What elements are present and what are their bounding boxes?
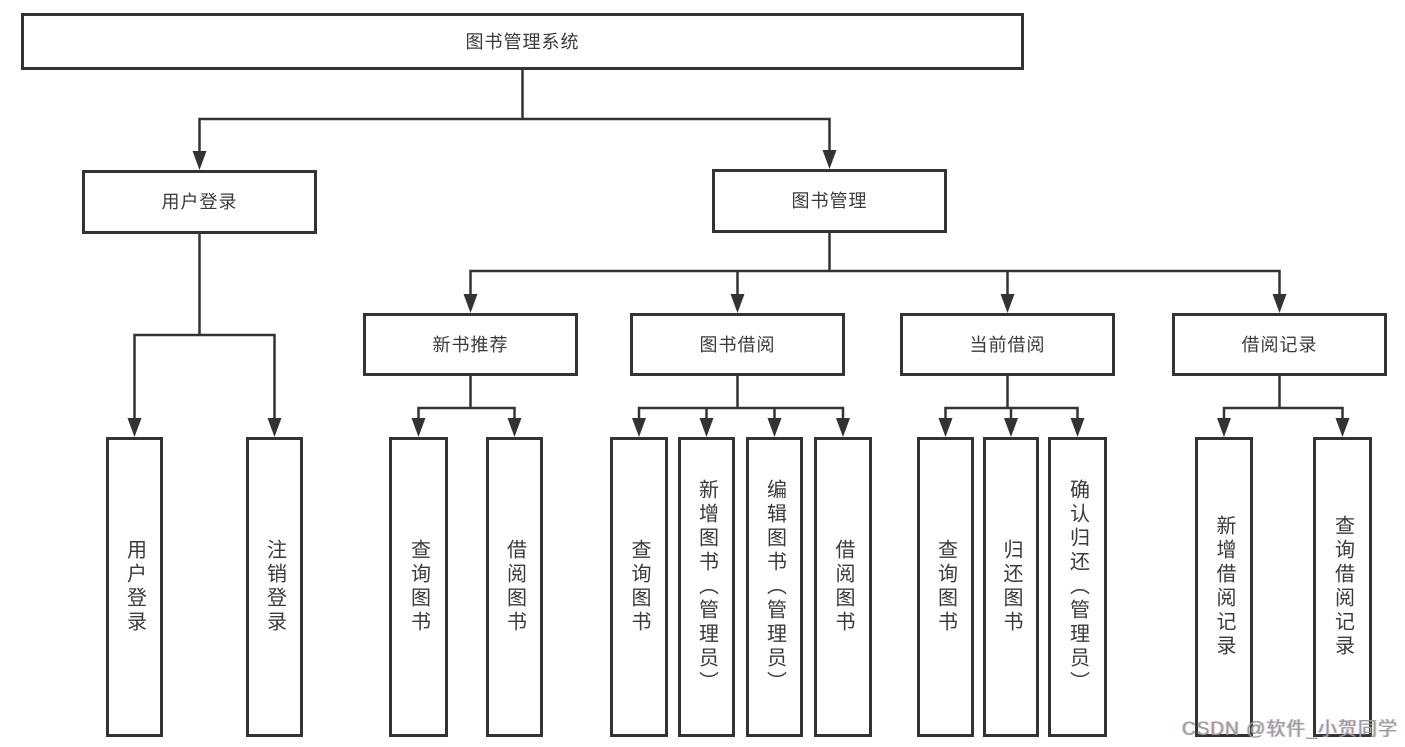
node-label: 用户登录: [123, 539, 146, 635]
node-book-borrowing: 图书借阅: [630, 313, 845, 376]
node-cb-query-books: 查询图书: [917, 437, 974, 737]
node-br-add-borrow-record: 新增借阅记录: [1195, 437, 1253, 737]
node-label: 查询图书: [628, 539, 650, 635]
csdn-watermark: CSDN @软件_小贺同学: [1182, 719, 1398, 740]
node-label: 归还图书: [1000, 539, 1022, 635]
node-cb-confirm-return-admin: 确认归还（管理员）: [1048, 437, 1107, 737]
node-label: 新增图书（管理员）: [695, 479, 718, 695]
node-label: 查询图书: [934, 539, 957, 635]
node-rec-borrow-books: 借阅图书: [486, 437, 543, 737]
node-br-query-borrow-record: 查询借阅记录: [1313, 437, 1372, 737]
node-new-book-recommendation: 新书推荐: [363, 313, 578, 376]
node-book-management: 图书管理: [712, 169, 947, 233]
node-label: 确认归还（管理员）: [1066, 479, 1089, 695]
node-bb-query-books: 查询图书: [610, 437, 668, 737]
node-label: 借阅记录: [1241, 334, 1318, 355]
node-label: 新增借阅记录: [1213, 515, 1235, 659]
node-leaf-user-login: 用户登录: [106, 437, 163, 737]
node-user-login: 用户登录: [82, 170, 317, 234]
node-label: 图书管理: [791, 191, 868, 211]
node-bb-borrow-books: 借阅图书: [814, 437, 872, 737]
node-label: 图书借阅: [699, 334, 776, 355]
node-cb-return-books: 归还图书: [983, 437, 1039, 737]
node-bb-edit-books-admin: 编辑图书（管理员）: [746, 437, 803, 737]
node-label: 当前借阅: [969, 334, 1046, 355]
node-current-borrowing: 当前借阅: [900, 313, 1115, 376]
node-borrowing-records: 借阅记录: [1172, 313, 1387, 376]
node-label: 借阅图书: [503, 539, 526, 635]
node-library-management-system: 图书管理系统: [21, 13, 1024, 70]
node-label: 查询借阅记录: [1331, 515, 1354, 659]
node-label: 借阅图书: [832, 539, 854, 635]
node-label: 编辑图书（管理员）: [763, 479, 786, 695]
node-rec-query-books: 查询图书: [389, 437, 448, 737]
node-label: 查询图书: [407, 539, 430, 635]
node-label: 注销登录: [263, 539, 286, 635]
node-label: 图书管理系统: [465, 31, 580, 52]
node-bb-add-books-admin: 新增图书（管理员）: [678, 437, 735, 737]
node-label: 新书推荐: [432, 334, 509, 355]
node-label: 用户登录: [161, 192, 238, 212]
node-leaf-logout: 注销登录: [246, 437, 303, 737]
